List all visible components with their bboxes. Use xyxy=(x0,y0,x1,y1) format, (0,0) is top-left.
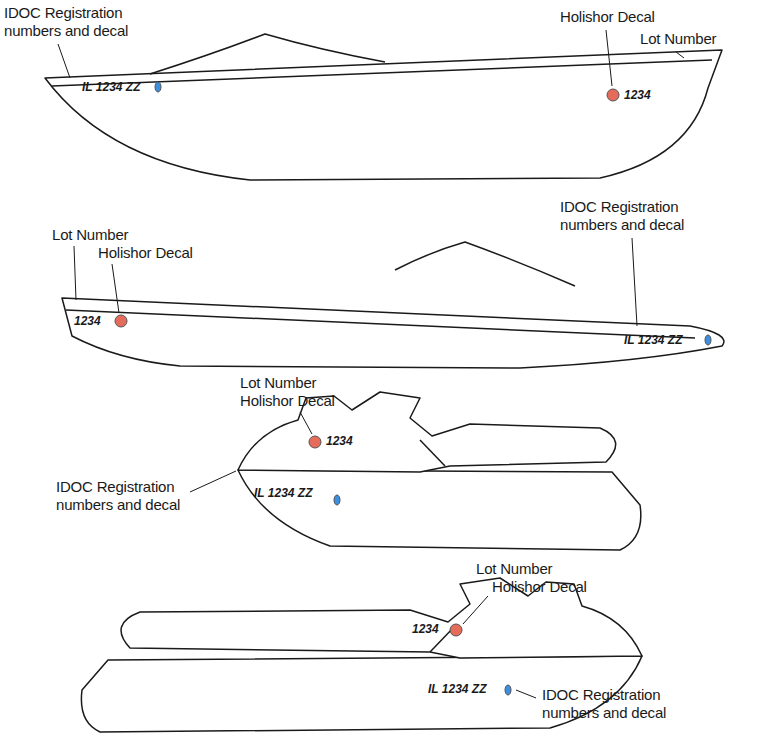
part-label: IDOC Registration numbers and decal xyxy=(56,478,196,514)
leader-line xyxy=(58,44,70,78)
part-label: Lot Number xyxy=(240,374,316,392)
registration-decal xyxy=(505,685,511,695)
hull-marking: IL 1234 ZZ xyxy=(254,486,312,500)
leader-line xyxy=(112,264,119,313)
holishor-decal xyxy=(607,89,619,101)
jetski-deck xyxy=(238,392,616,472)
registration-decal xyxy=(334,495,340,505)
part-label: Holishor Decal xyxy=(492,578,587,596)
hull-marking: 1234 xyxy=(412,622,439,636)
hull-marking: IL 1234 ZZ xyxy=(428,682,486,696)
hull-marking: 1234 xyxy=(624,88,651,102)
holishor-decal xyxy=(309,436,321,448)
windshield xyxy=(395,242,575,286)
part-label: IDOC Registration numbers and decal xyxy=(542,686,682,722)
jetski-hull xyxy=(238,470,641,550)
windshield xyxy=(150,34,385,74)
hull-marking: IL 1234 ZZ xyxy=(624,333,682,347)
part-label: IDOC Registration numbers and decal xyxy=(4,4,144,40)
boat-hull xyxy=(62,298,724,368)
leader-line xyxy=(516,690,536,698)
gunwale-line xyxy=(66,310,695,338)
boat-hull xyxy=(45,50,722,180)
leader-line xyxy=(74,246,76,300)
leader-line xyxy=(463,596,488,624)
hull-marking: IL 1234 ZZ xyxy=(82,80,140,94)
part-label: Lot Number xyxy=(640,30,716,48)
leader-line xyxy=(606,30,612,86)
part-label: Lot Number xyxy=(52,226,128,244)
jetski-deck xyxy=(121,578,642,658)
part-label: Holishor Decal xyxy=(240,392,335,410)
hull-marking: 1234 xyxy=(326,434,353,448)
holishor-decal xyxy=(450,624,462,636)
registration-decal xyxy=(705,335,711,345)
part-label: Lot Number xyxy=(476,560,552,578)
hull-marking: 1234 xyxy=(74,314,101,328)
holishor-decal xyxy=(115,315,127,327)
leader-line xyxy=(632,238,637,326)
seat-line xyxy=(420,440,445,466)
part-label: Holishor Decal xyxy=(560,8,655,26)
registration-decal xyxy=(155,82,161,92)
part-label: IDOC Registration numbers and decal xyxy=(560,198,700,234)
leader-line xyxy=(190,471,236,492)
leader-line xyxy=(300,412,312,434)
part-label: Holishor Decal xyxy=(98,244,193,262)
leader-line xyxy=(676,52,684,58)
